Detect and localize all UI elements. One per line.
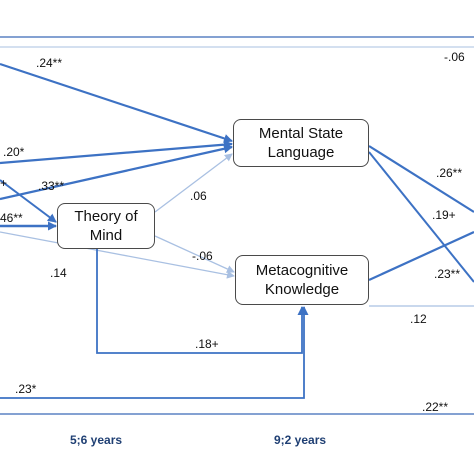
path-24-to-msl bbox=[0, 62, 233, 143]
coefficient-neg06-top: -.06 bbox=[444, 50, 465, 64]
path-33-to-msl bbox=[0, 144, 233, 201]
coefficient-33: .33** bbox=[38, 179, 65, 193]
path-18-tom-to-mk bbox=[96, 249, 307, 354]
coefficient-20: .20* bbox=[3, 145, 25, 159]
age-label-first: 5;6 years bbox=[70, 433, 123, 447]
path-26-msl-out bbox=[368, 145, 474, 213]
path-23-bottom-to-mk bbox=[0, 306, 309, 399]
coefficient-19: .19+ bbox=[432, 208, 456, 222]
path-plus-to-tom bbox=[0, 179, 57, 223]
coefficient-23-right: .23** bbox=[434, 267, 461, 281]
coefficient-26: .26** bbox=[436, 166, 463, 180]
mental-state-language-node: Mental State Language bbox=[233, 119, 369, 167]
coefficient-46: 46** bbox=[0, 211, 23, 225]
theory-of-mind-line-2: Mind bbox=[89, 227, 123, 244]
coefficient-14: .14 bbox=[50, 266, 67, 280]
path-19-msl-out bbox=[368, 151, 474, 283]
coefficient-23-bottom: .23* bbox=[15, 382, 37, 396]
metacognitive-knowledge-line-1: Metacognitive bbox=[255, 262, 349, 279]
mental-state-language-line-1: Mental State bbox=[258, 125, 344, 142]
coefficient-06: .06 bbox=[190, 189, 207, 203]
coefficient-plus-cut: + bbox=[0, 176, 8, 190]
path-14-to-mk bbox=[0, 231, 235, 279]
metacognitive-knowledge-node: Metacognitive Knowledge bbox=[235, 255, 369, 305]
coefficient-neg06-mid: -.06 bbox=[192, 249, 213, 263]
path-tom-to-msl bbox=[154, 153, 233, 213]
age-label-second: 9;2 years bbox=[274, 433, 327, 447]
coefficient-12: .12 bbox=[410, 312, 427, 326]
path-23-mk-out bbox=[368, 230, 474, 282]
metacognitive-knowledge-line-2: Knowledge bbox=[264, 281, 340, 298]
coefficient-18: .18+ bbox=[195, 337, 219, 351]
path-20-to-msl bbox=[0, 140, 233, 165]
coefficient-24: .24** bbox=[36, 56, 63, 70]
path-tom-to-mk bbox=[154, 235, 235, 273]
theory-of-mind-line-1: Theory of bbox=[74, 208, 138, 225]
coefficient-22: .22** bbox=[422, 400, 449, 414]
theory-of-mind-node: Theory of Mind bbox=[57, 203, 155, 249]
mental-state-language-line-2: Language bbox=[267, 144, 335, 161]
